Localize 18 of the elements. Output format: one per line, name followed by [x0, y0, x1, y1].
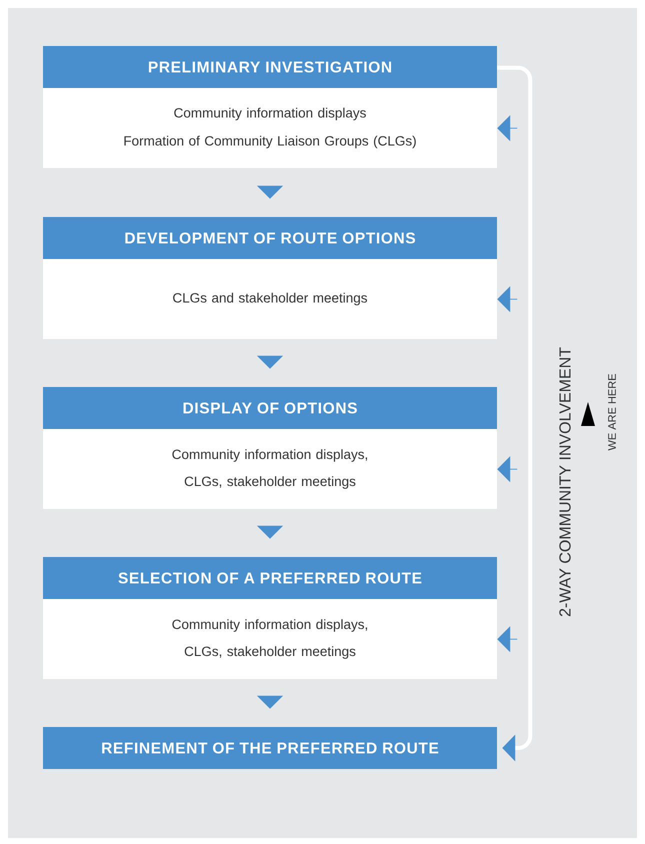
vertical-label: 2-WAY COMMUNITY INVOLVEMENT — [559, 347, 571, 616]
heading-text: PRELIMINARY INVESTIGATION — [148, 62, 392, 72]
heading-text: DISPLAY OF OPTIONS — [184, 402, 357, 414]
vertical-label: WE ARE HERE — [608, 374, 616, 450]
body-text: Formation of Community Liaison Groups (CLGs) — [124, 136, 416, 148]
stage-box — [43, 727, 497, 769]
stage-box — [43, 217, 497, 339]
heading-text: REFINEMENT OF THE PREFERRED ROUTE — [102, 742, 438, 754]
body-text: Community information displays — [174, 108, 366, 120]
stage-box — [43, 557, 497, 679]
body-text: CLGs and stakeholder meetings — [173, 292, 367, 306]
bracket-arrow — [497, 66, 532, 762]
body-text: Community information displays, CLGs, stakeholder meetings — [172, 619, 368, 659]
heading-text: DEVELOPMENT OF ROUTE OPTIONS — [125, 232, 416, 244]
heading-text: SELECTION OF A PREFERRED ROUTE — [118, 572, 422, 584]
stage-box — [43, 46, 497, 168]
body-text: Community information displays, CLGs, stakeholder meetings — [172, 449, 368, 489]
stage-box — [43, 387, 497, 509]
